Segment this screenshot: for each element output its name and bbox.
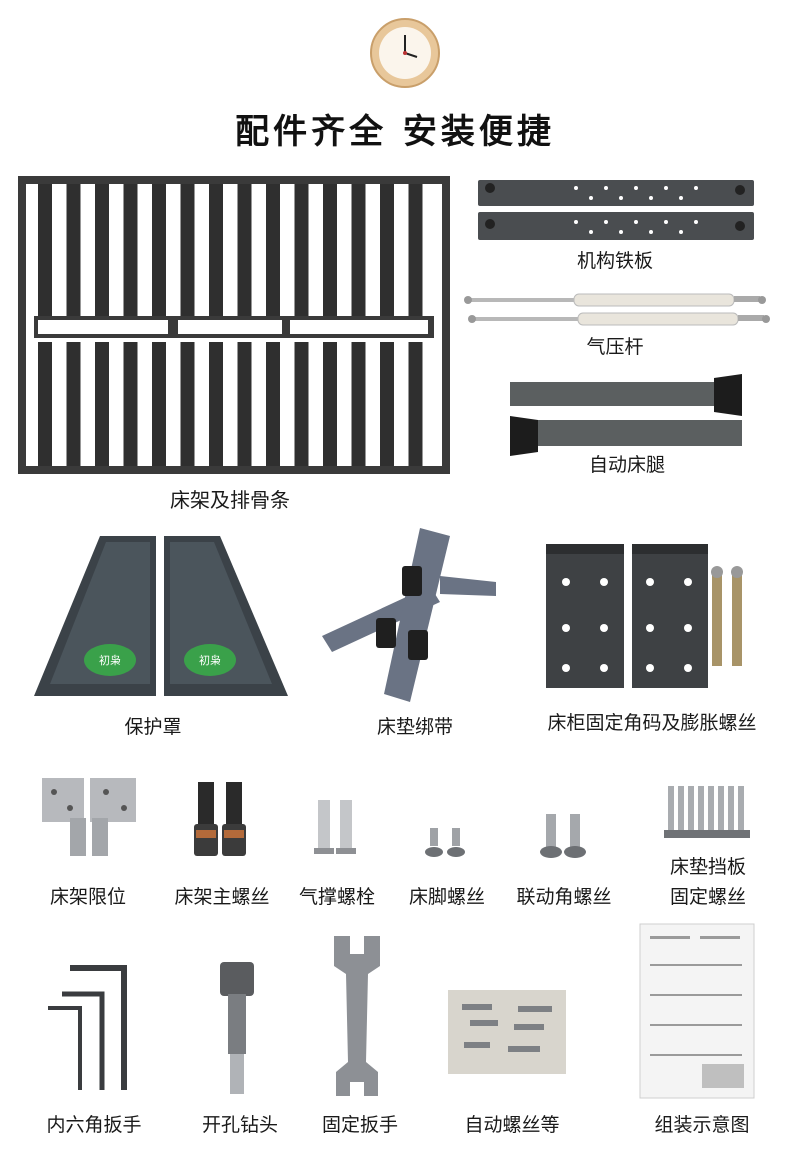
protective-cover-label: 保护罩: [124, 716, 182, 738]
slat: [209, 342, 223, 466]
page-title: 配件齐全 安装便捷: [235, 112, 555, 152]
clock-icon: [370, 18, 440, 88]
slat: [380, 184, 394, 316]
slat: [294, 184, 309, 316]
slat: [38, 184, 52, 316]
mattress-board-label-line2: 固定螺丝: [669, 886, 746, 908]
slat: [323, 342, 337, 466]
hex-key-label: 内六角扳手: [46, 1114, 142, 1136]
slat: [180, 342, 195, 466]
frame-main-screw-label: 床架主螺丝: [174, 886, 270, 908]
slat: [123, 342, 138, 466]
gas-strut-image: [464, 293, 770, 326]
frame-limit-image: [42, 778, 136, 856]
leg-screw-image: [425, 828, 465, 857]
mattress-board-label-line1: 床垫挡板: [669, 856, 746, 878]
slat: [209, 184, 223, 316]
strut-bolt-label: 气撑螺栓: [298, 886, 375, 908]
slat: [408, 342, 423, 466]
slat: [95, 184, 109, 316]
slat: [380, 342, 394, 466]
link-screw-label: 联动角螺丝: [516, 886, 612, 908]
slat: [152, 342, 166, 466]
slat: [152, 184, 166, 316]
link-screw-image: [540, 814, 586, 858]
manual-image: [639, 923, 755, 1099]
bed-frame-label: 床架及排骨条: [170, 488, 290, 512]
mechanism-plate-label: 机构铁板: [576, 250, 653, 272]
cover-logo-left: 初枭: [99, 654, 121, 667]
slat: [237, 342, 252, 466]
hole-drill-label: 开孔钻头: [201, 1114, 278, 1136]
auto-leg-image: [510, 374, 742, 456]
slat: [351, 342, 366, 466]
slat: [266, 342, 280, 466]
manual-label: 组装示意图: [654, 1114, 750, 1136]
wrench-image: [334, 936, 380, 1096]
frame-limit-label: 床架限位: [49, 886, 126, 908]
leg-screw-label: 床脚螺丝: [408, 886, 485, 908]
slat: [180, 184, 195, 316]
slat: [123, 184, 138, 316]
gas-strut-label: 气压杆: [586, 336, 644, 358]
slat: [95, 342, 109, 466]
slat: [294, 342, 309, 466]
cabinet-bracket-image: [546, 544, 743, 688]
hole-drill-image: [220, 962, 254, 1094]
mechanism-plate-image: [478, 180, 754, 240]
auto-screws-label: 自动螺丝等: [464, 1114, 560, 1136]
mattress-strap-image: [322, 528, 496, 702]
slat: [66, 184, 81, 316]
strut-bolt-image: [314, 800, 356, 854]
slat: [66, 342, 81, 466]
mattress-board-screw-image: [664, 786, 750, 838]
slat: [266, 184, 280, 316]
bed-frame-image: [18, 176, 450, 474]
slat: [237, 184, 252, 316]
slat: [38, 342, 52, 466]
wrench-label: 固定扳手: [321, 1114, 398, 1136]
slat: [408, 184, 423, 316]
auto-leg-label: 自动床腿: [588, 454, 665, 476]
protective-cover-image: [34, 536, 288, 696]
cover-logo-right: 初枭: [199, 654, 221, 667]
slat: [323, 184, 337, 316]
mattress-strap-label: 床垫绑带: [376, 716, 453, 738]
hex-key-image: [48, 965, 127, 1090]
frame-main-screw-image: [194, 782, 246, 856]
auto-screws-image: [448, 990, 566, 1074]
slat: [351, 184, 366, 316]
cabinet-bracket-label: 床柜固定角码及膨胀螺丝: [547, 712, 757, 734]
